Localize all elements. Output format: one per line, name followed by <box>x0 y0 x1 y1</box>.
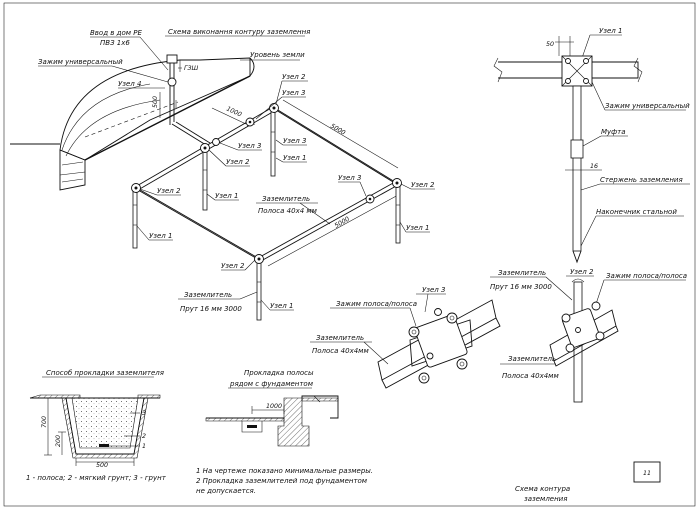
dim-500-main: 500 <box>152 96 159 108</box>
ground-line <box>84 101 179 138</box>
node2-rod-label-2: Прут 16 мм 3000 <box>490 283 552 291</box>
strip-label-2: Полоса 40х4 мм <box>258 207 318 215</box>
coupling-label: Муфта <box>601 128 626 136</box>
dim-50: 50 <box>546 41 554 48</box>
node1-label-b: Узел 1 <box>215 192 238 200</box>
node1-clamp-label: Зажим универсальный <box>605 102 690 110</box>
node2-clamp <box>561 308 601 348</box>
trench-n3: 3 <box>142 410 146 417</box>
trench-soil <box>71 397 139 449</box>
node3-label-d: Узел 3 <box>338 174 361 182</box>
node1-coupling <box>570 139 584 159</box>
node2-label-e: Узел 2 <box>221 262 245 270</box>
foundation <box>277 397 310 447</box>
node3-clamp-label: Зажим полоса/полоса <box>336 300 417 308</box>
trench-strip <box>99 444 109 447</box>
node1-label-e: Узел 1 <box>270 302 293 310</box>
node2-detail-title: Узел 2 <box>570 268 594 276</box>
node2-strip-label-1: Заземлитель <box>508 355 556 363</box>
node1-label-a: Узел 1 <box>283 154 306 162</box>
node2-label-a: Узел 2 <box>282 73 306 81</box>
sheet-number-box <box>633 461 661 483</box>
trench-title: Способ прокладки заземлителя <box>46 369 164 377</box>
node1-detail: Узел 1 50 Зажим универсальный Муфта 16 С… <box>493 27 690 264</box>
node3-detail-title: Узел 3 <box>422 286 445 294</box>
node2-strip-label-2: Полоса 40х4мм <box>502 372 559 380</box>
node2-label-c: Узел 2 <box>157 187 181 195</box>
stamp: 11 Схема контура заземления <box>515 461 661 503</box>
trench-legend: 1 - полоса; 2 - мягкий грунт; 3 - грунт <box>26 474 167 482</box>
trench-dim-500: 500 <box>96 462 108 469</box>
trench-dim-700: 700 <box>41 416 48 428</box>
node2-rod-label-1: Заземлитель <box>498 269 546 277</box>
node4-label: Узел 4 <box>118 80 141 88</box>
node2-label-b: Узел 2 <box>226 158 250 166</box>
contour-nodes <box>131 103 402 264</box>
dim-1000-main: 1000 <box>225 105 242 118</box>
main-title: Схема виконання контуру заземлення <box>168 28 310 36</box>
node3-label-c: Узел 3 <box>283 137 306 145</box>
stamp-caption-1: Схема контура <box>515 485 570 493</box>
node3-label-a: Узел 3 <box>282 89 305 97</box>
node3-label-b: Узел 3 <box>238 142 261 150</box>
tip-label: Наконечник стальной <box>596 208 677 216</box>
strip-label-1: Заземлитель <box>262 195 310 203</box>
contour-strips <box>134 106 399 262</box>
rod-label: Стержень заземления <box>600 176 683 184</box>
foundation-title-2: рядом с фундаментом <box>229 380 314 388</box>
note-2: 2 Прокладка заземлителей под фундаментом <box>196 477 368 485</box>
notes: 1 На чертеже показано минимальные размер… <box>196 467 373 495</box>
ground-level-label: Уровень земли <box>250 51 305 59</box>
rod-label-1: Заземлитель <box>184 291 232 299</box>
foundation-title-1: Прокладка полосы <box>244 369 314 377</box>
node4-symbol <box>167 77 177 87</box>
node2-clamp-label: Зажим полоса/полоса <box>606 272 687 280</box>
sheet-number: 11 <box>643 470 651 477</box>
gzsh-box <box>166 54 178 64</box>
dim-5000-bottom: 5000 <box>334 216 351 230</box>
node3-strip-label-1: Заземлитель <box>316 334 364 342</box>
note-3: не допускается. <box>196 487 256 495</box>
dim-5000-top: 5000 <box>329 123 346 137</box>
node2-detail: Заземлитель Прут 16 мм 3000 Узел 2 Зажим… <box>490 268 687 403</box>
node1-tip <box>572 250 582 264</box>
node3-detail: Узел 3 Зажим полоса/полоса Заземлитель П… <box>310 286 501 389</box>
node2-label-d: Узел 2 <box>411 181 435 189</box>
node3-strip-label-2: Полоса 40х4мм <box>312 347 369 355</box>
sheet-frame <box>3 2 696 507</box>
trench-section: Способ прокладки заземлителя 700 200 500… <box>26 369 167 482</box>
dim-16: 16 <box>590 163 598 170</box>
note-1: 1 На чертеже показано минимальные размер… <box>196 467 373 475</box>
trench-n1: 1 <box>142 443 146 450</box>
foundation-section: Прокладка полосы рядом с фундаментом 100… <box>205 369 339 447</box>
gzsh-label: ГЗШ <box>184 65 199 72</box>
node1-label-c: Узел 1 <box>406 224 429 232</box>
main-scheme: Схема виконання контуру заземлення Урове… <box>10 28 435 321</box>
stamp-caption-2: заземления <box>524 495 567 503</box>
input-label-2: ПВЗ 1х6 <box>100 39 130 47</box>
node1-detail-title: Узел 1 <box>599 27 622 35</box>
trench-n2: 2 <box>142 433 146 440</box>
rod-label-2: Прут 16 мм 3000 <box>180 305 242 313</box>
house <box>59 57 255 191</box>
input-label-1: Ввод в дом PE <box>90 29 142 37</box>
universal-clamp-label: Зажим универсальный <box>38 58 123 66</box>
trench-dim-200: 200 <box>55 435 62 447</box>
foundation-dim-1000: 1000 <box>266 403 282 410</box>
node1-label-d: Узел 1 <box>149 232 172 240</box>
node1-rod <box>572 85 582 252</box>
foundation-strip <box>247 425 257 428</box>
feed-strip <box>171 123 207 146</box>
